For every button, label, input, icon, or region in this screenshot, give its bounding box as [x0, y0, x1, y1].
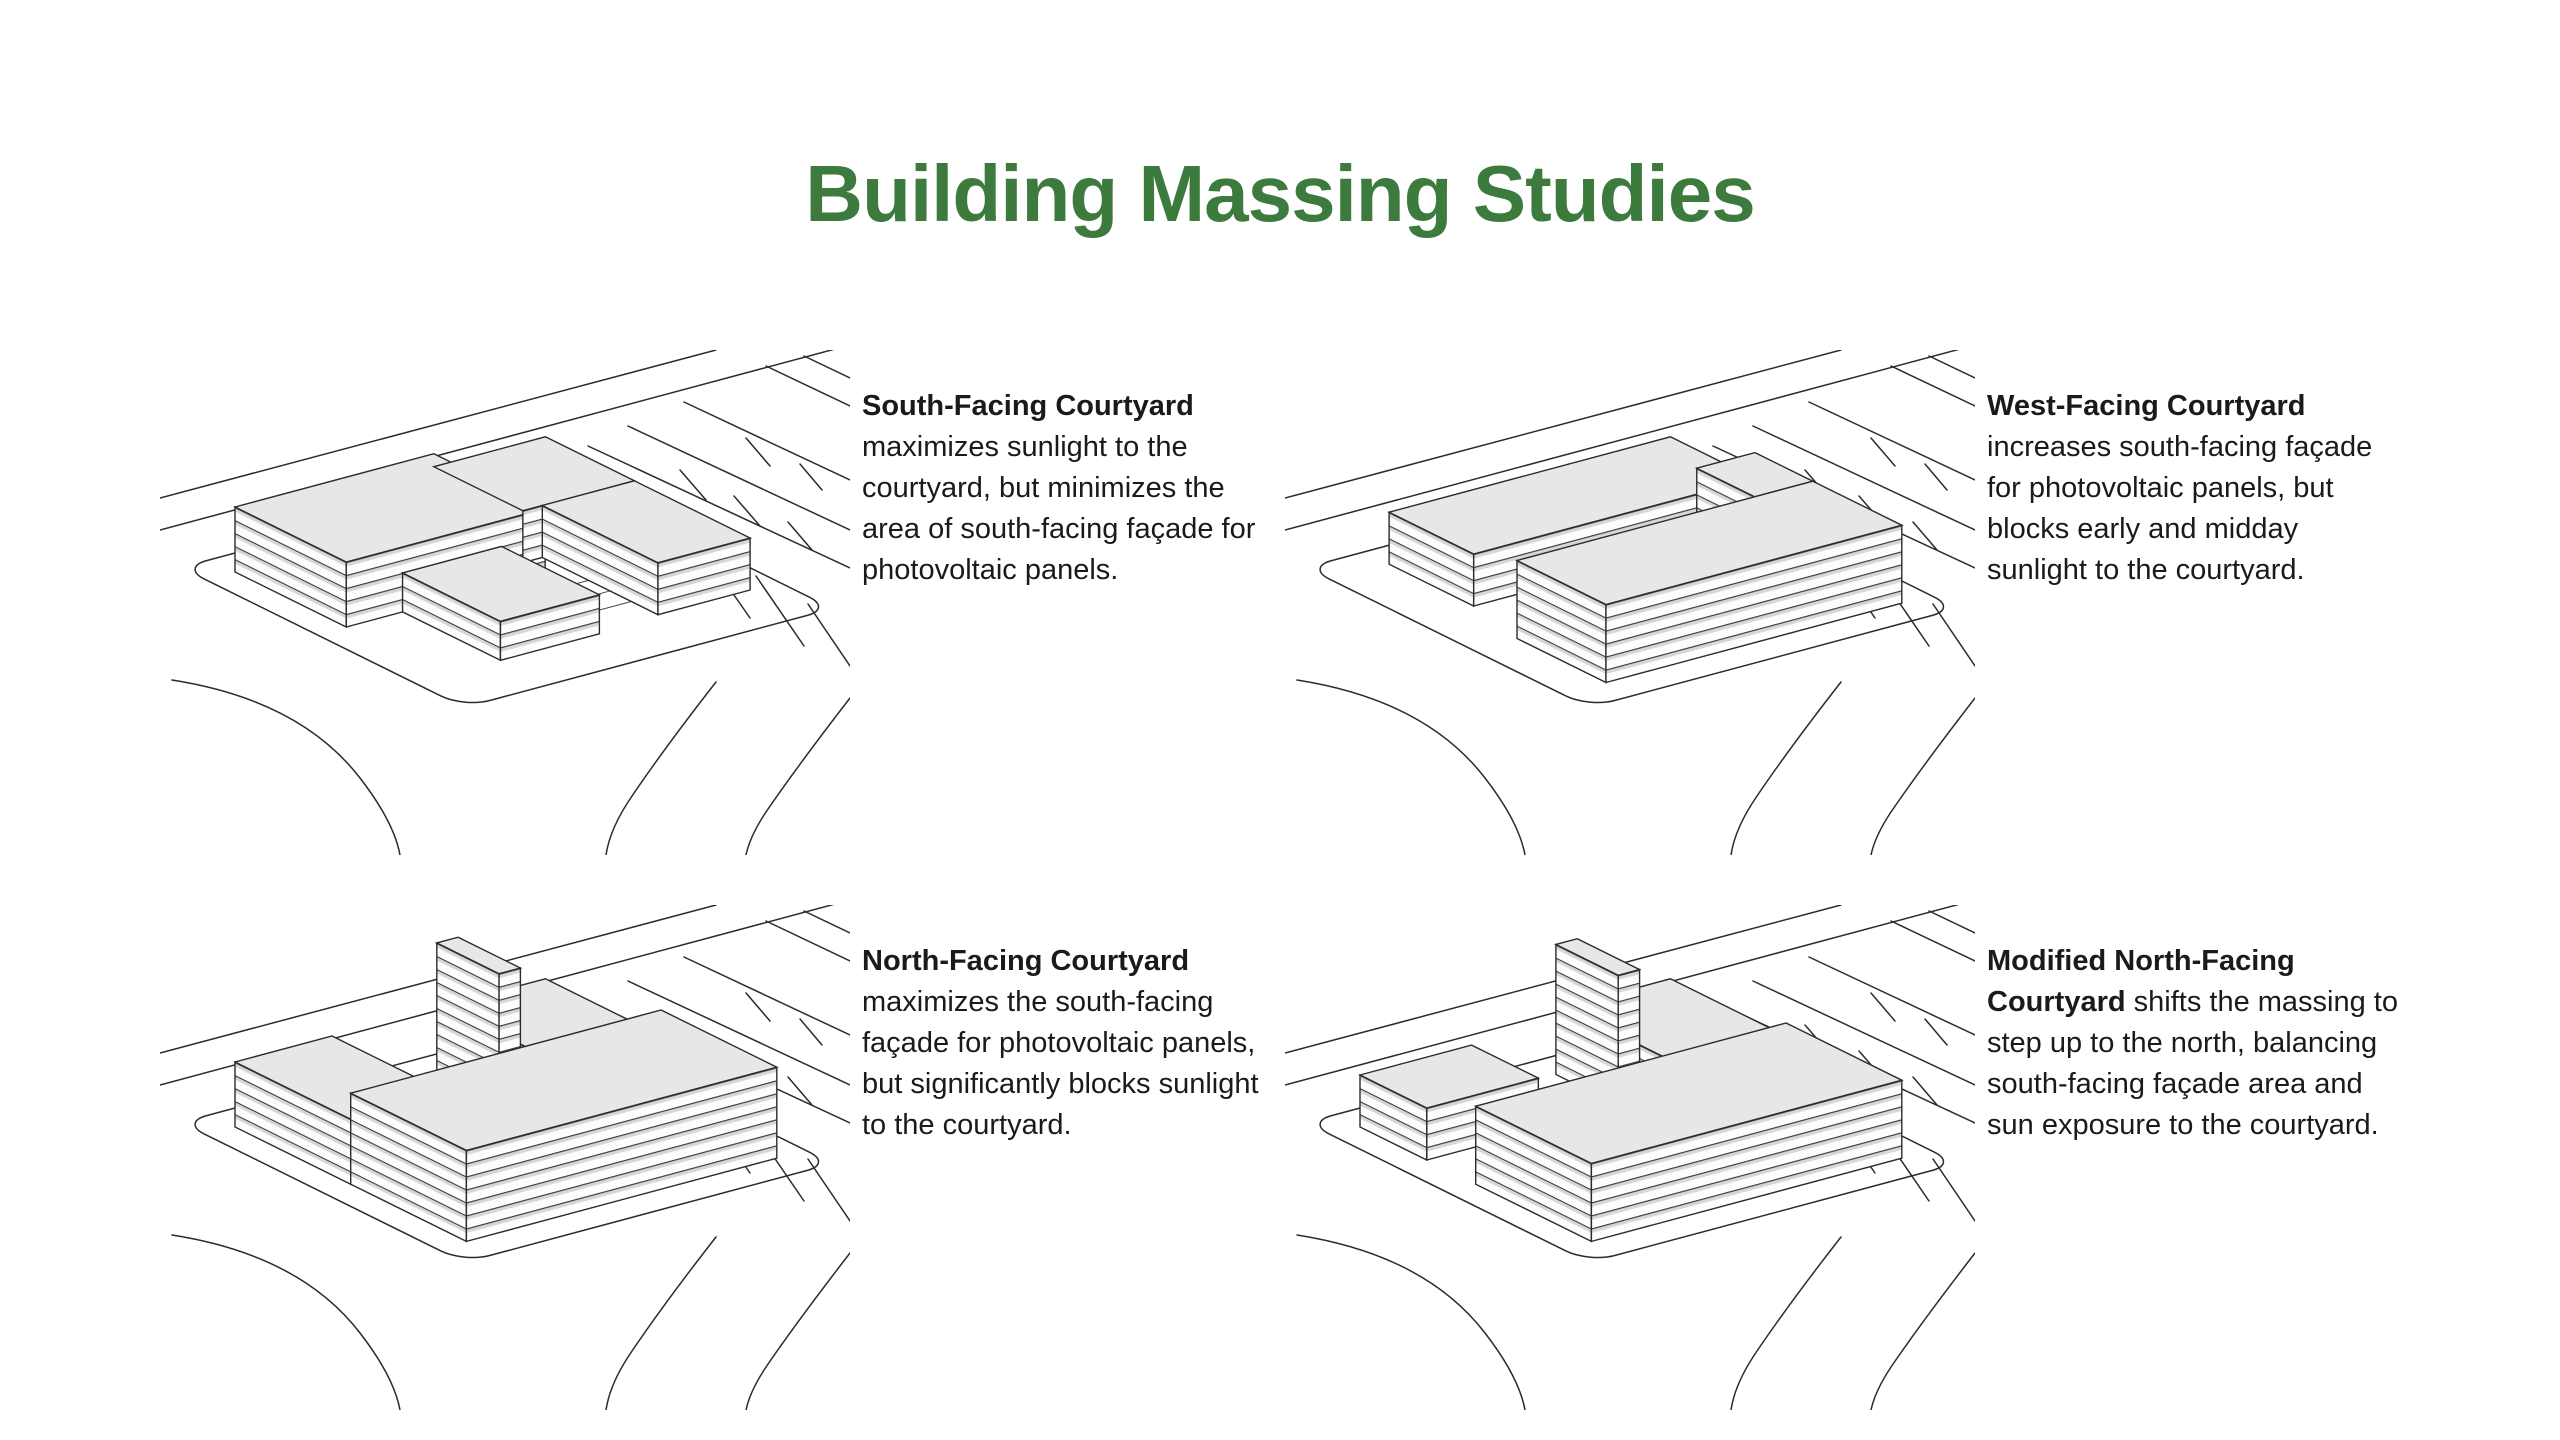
study-title: South-Facing Courtyard	[862, 390, 1194, 422]
study-text-south-facing: South-Facing Courtyard maximizes sunligh…	[862, 350, 1274, 855]
building-mass-west-facing	[1389, 437, 1902, 683]
building-mass-north-facing	[235, 937, 777, 1241]
study-south-facing-courtyard: South-Facing Courtyard maximizes sunligh…	[160, 350, 1274, 855]
diagram-south-facing-courtyard	[160, 350, 850, 855]
building-mass-modified-north-facing	[1360, 939, 1902, 1242]
study-body: increases south-facing façade for photov…	[1987, 431, 2373, 586]
study-text-west-facing: West-Facing Courtyard increases south-fa…	[1987, 350, 2399, 855]
study-text-modified-north-facing: Modified North-Facing Courtyard shifts t…	[1987, 905, 2399, 1410]
study-west-facing-courtyard: West-Facing Courtyard increases south-fa…	[1285, 350, 2399, 855]
study-body: maximizes sunlight to the courtyard, but…	[862, 431, 1256, 586]
study-title: West-Facing Courtyard	[1987, 390, 2306, 422]
study-north-facing-courtyard: North-Facing Courtyard maximizes the sou…	[160, 905, 1274, 1410]
study-body: maximizes the south-facing façade for ph…	[862, 986, 1259, 1141]
diagram-west-facing-courtyard	[1285, 350, 1975, 855]
diagram-north-facing-courtyard	[160, 905, 850, 1410]
study-body: shifts the massing to step up to the nor…	[1987, 986, 2398, 1141]
building-mass-south-facing	[235, 437, 750, 661]
page-title: Building Massing Studies	[805, 149, 1755, 238]
study-title: Modified North-Facing Courtyard	[1987, 945, 2295, 1018]
study-modified-north-facing-courtyard: Modified North-Facing Courtyard shifts t…	[1285, 905, 2399, 1410]
study-text-north-facing: North-Facing Courtyard maximizes the sou…	[862, 905, 1274, 1410]
study-title: North-Facing Courtyard	[862, 945, 1190, 977]
diagram-modified-north-facing-courtyard	[1285, 905, 1975, 1410]
